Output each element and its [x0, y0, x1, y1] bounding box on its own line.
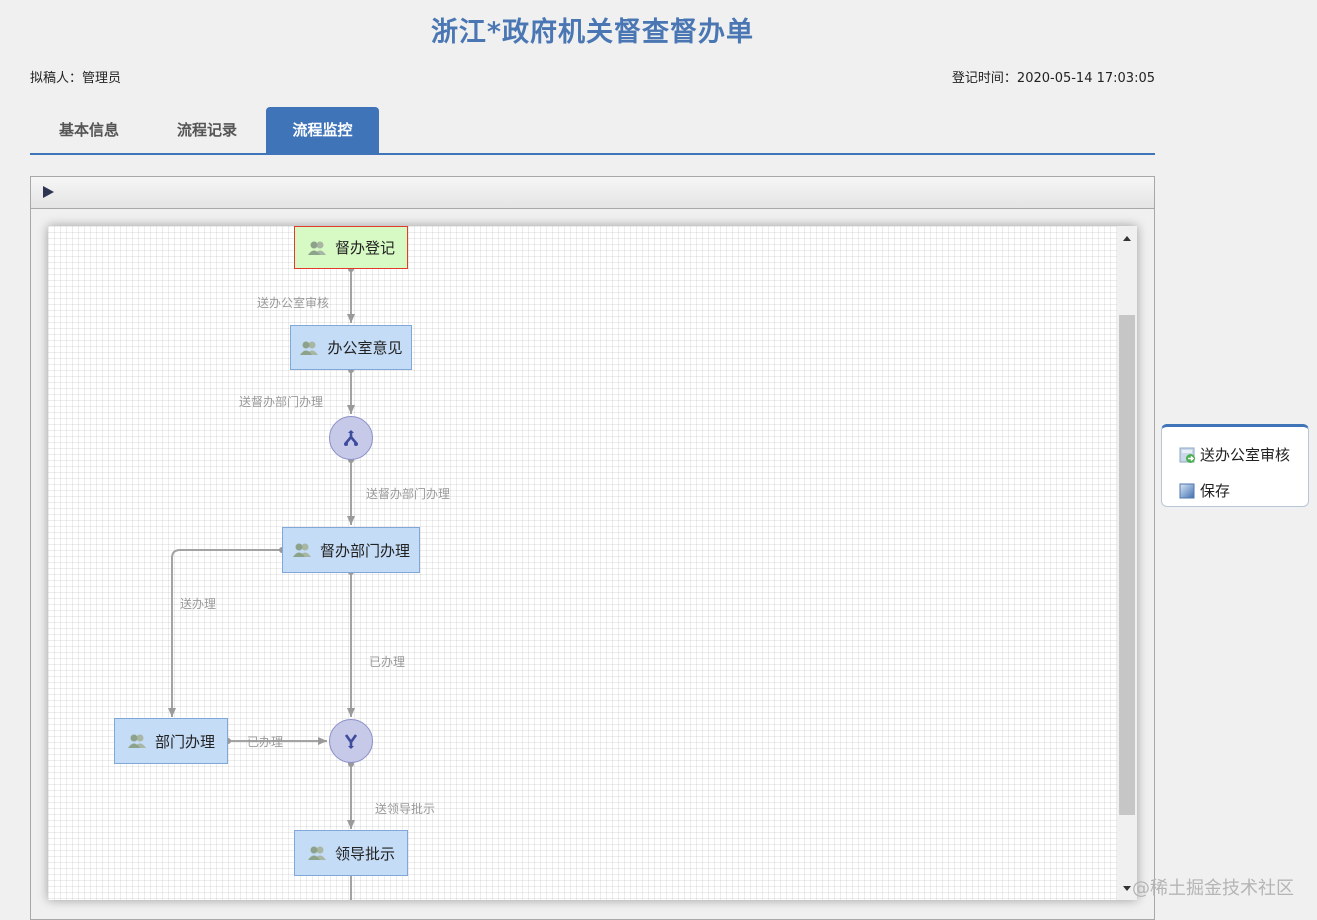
node-label: 部门办理 [154, 732, 215, 751]
page-title: 浙江*政府机关督查督办单 [430, 17, 755, 48]
canvas-toolbar [31, 177, 1154, 209]
edge-label[interactable]: 送领导批示 [375, 802, 436, 816]
save-button[interactable]: 保存 [1178, 480, 1230, 502]
node-start[interactable]: 督办登记 [294, 226, 408, 269]
send-office-review-button[interactable]: 送办公室审核 [1178, 444, 1290, 466]
edge-label[interactable]: 送办理 [180, 597, 217, 611]
user-group-icon [307, 241, 326, 255]
node-label: 督办部门办理 [319, 541, 410, 560]
watermark: @稀土掘金技术社区 [1132, 878, 1294, 899]
fork-icon [344, 430, 358, 446]
action-label: 保存 [1200, 482, 1231, 500]
scroll-up-arrow-icon[interactable] [1117, 230, 1137, 246]
edge-label[interactable]: 送督办部门办理 [239, 395, 324, 409]
user-group-icon [307, 846, 326, 860]
register-time: 登记时间：2020-05-14 17:03:05 [951, 71, 1155, 86]
play-icon[interactable] [41, 184, 57, 200]
user-group-icon [292, 543, 311, 557]
action-panel: 送办公室审核 保存 [1161, 424, 1309, 507]
tab-flow-monitor[interactable]: 流程监控 [266, 107, 379, 153]
gateway-fork[interactable] [329, 416, 373, 460]
gateway-join[interactable] [329, 719, 373, 763]
tab-basic-info[interactable]: 基本信息 [58, 121, 119, 139]
edge-label[interactable]: 已办理 [369, 655, 406, 669]
user-group-icon [127, 734, 146, 748]
drafter-label: 拟稿人：管理员 [30, 71, 122, 86]
join-icon [344, 734, 358, 749]
node-supervise-dept[interactable]: 督办部门办理 [282, 527, 420, 573]
node-label: 办公室意见 [327, 339, 403, 357]
scroll-thumb[interactable] [1119, 315, 1135, 815]
save-icon [1179, 483, 1195, 499]
edge-label[interactable]: 已办理 [247, 735, 284, 749]
node-dept-handle[interactable]: 部门办理 [114, 718, 228, 764]
user-group-icon [300, 341, 319, 355]
canvas-vertical-scrollbar[interactable] [1117, 226, 1137, 900]
scroll-down-arrow-icon[interactable] [1117, 880, 1137, 896]
edge-label[interactable]: 送办公室审核 [257, 296, 330, 310]
tab-flow-records[interactable]: 流程记录 [176, 121, 237, 139]
send-icon [1179, 447, 1195, 463]
node-leader[interactable]: 领导批示 [294, 830, 408, 876]
tab-bar: 基本信息 流程记录 流程监控 [30, 107, 1155, 155]
edge-label[interactable]: 送督办部门办理 [366, 487, 451, 501]
node-office-opinion[interactable]: 办公室意见 [290, 325, 412, 370]
workflow-canvas[interactable]: 督办登记 办公室意见 督办部门办理 部门办理 领导批示 送办公室审核 送督办部门… [48, 226, 1137, 900]
edge-supervise-to-dept[interactable] [168, 549, 282, 717]
action-label: 送办公室审核 [1200, 446, 1291, 464]
flow-connectors [168, 266, 355, 900]
node-label: 督办登记 [334, 239, 395, 257]
node-label: 领导批示 [334, 844, 395, 863]
